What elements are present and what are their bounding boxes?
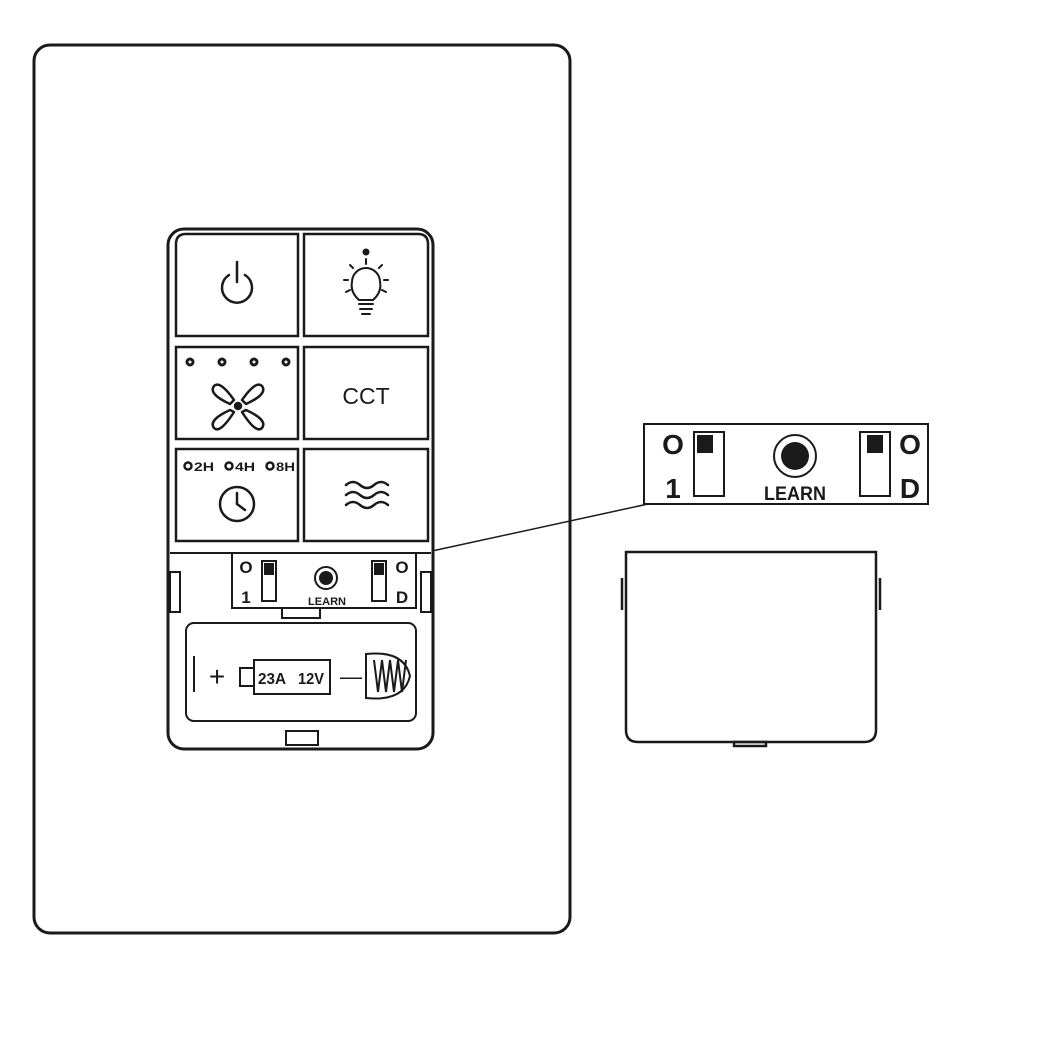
learn-button-small[interactable] xyxy=(319,571,333,585)
dip-switch-left-zoom[interactable] xyxy=(693,431,725,497)
dip-small-left-bottom: 1 xyxy=(241,588,250,607)
light-button[interactable] xyxy=(302,232,430,338)
battery-spring xyxy=(373,659,407,693)
dip-zoom-left-bottom: 1 xyxy=(665,473,681,504)
learn-button-zoom[interactable] xyxy=(781,442,809,470)
timer-label-4h: 4H xyxy=(235,460,255,474)
timer-label-2h: 2H xyxy=(194,460,214,474)
leader-line xyxy=(431,503,649,552)
cct-label: CCT xyxy=(342,383,389,409)
clock-icon xyxy=(218,485,256,523)
battery-cover xyxy=(620,550,882,748)
dip-panel-zoom xyxy=(643,423,929,505)
timer-label-8h: 8H xyxy=(276,460,295,474)
battery-holder xyxy=(185,622,417,722)
dip-small-right-top: O xyxy=(395,558,408,577)
dip-panel-small xyxy=(231,552,417,609)
timer-leds xyxy=(183,461,275,471)
battery-type: 23A xyxy=(258,671,286,688)
light-indicator-led xyxy=(362,248,370,256)
dip-switch-right-small[interactable] xyxy=(371,560,387,602)
battery-minus: — xyxy=(340,664,362,689)
dip-switch-right-zoom[interactable] xyxy=(859,431,891,497)
battery-voltage: 12V xyxy=(298,671,324,688)
lightbulb-icon xyxy=(343,258,389,315)
wall-plate xyxy=(32,43,572,935)
dip-zoom-right-top: O xyxy=(899,429,921,460)
dip-zoom-left-top: O xyxy=(662,429,684,460)
breeze-button[interactable] xyxy=(302,447,430,543)
battery-plus: + xyxy=(209,661,225,692)
battery-outline xyxy=(239,652,412,700)
power-icon xyxy=(220,260,254,304)
button-grid xyxy=(174,232,430,543)
fan-speed-leds xyxy=(185,357,291,367)
breeze-icon xyxy=(344,480,390,510)
battery-compartment xyxy=(169,552,432,746)
remote-body xyxy=(166,227,435,751)
cct-button[interactable] xyxy=(302,345,430,441)
learn-label-small: LEARN xyxy=(308,596,346,608)
dip-small-right-bottom: D xyxy=(396,588,408,607)
power-button[interactable] xyxy=(174,232,300,338)
fan-button[interactable] xyxy=(174,345,300,441)
fan-icon xyxy=(211,383,265,431)
timer-button[interactable] xyxy=(174,447,300,543)
learn-label-zoom: LEARN xyxy=(764,484,826,505)
dip-switch-left-small[interactable] xyxy=(261,560,277,602)
dip-zoom-right-bottom: D xyxy=(900,473,920,504)
dip-small-left-top: O xyxy=(239,558,252,577)
